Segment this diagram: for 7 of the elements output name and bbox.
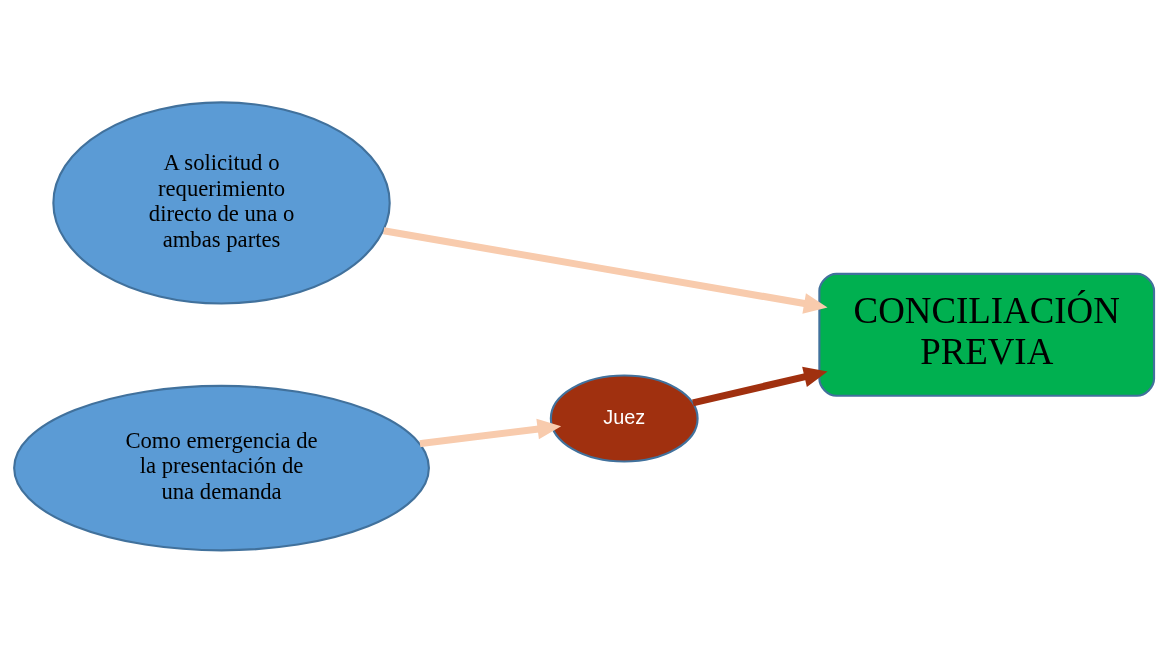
arrow — [692, 366, 828, 407]
arrow — [383, 227, 828, 314]
node-ellipse: A solicitud o requerimiento directo de una o ambas partes — [52, 101, 391, 305]
arrow — [419, 418, 562, 448]
node-ellipse: Juez — [549, 374, 699, 463]
node-ellipse: Como emergencia de la presentación de una demanda — [13, 384, 430, 552]
node-box: CONCILIACIÓN PREVIA — [818, 272, 1156, 397]
